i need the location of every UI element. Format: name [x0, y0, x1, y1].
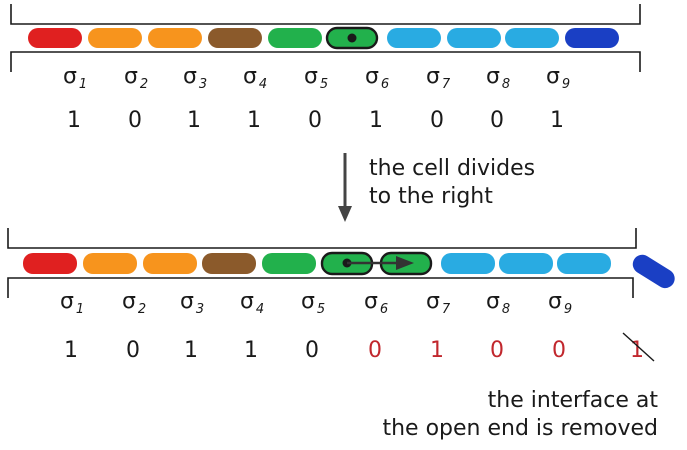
bottom-sigma-index-2: 2: [138, 302, 146, 317]
top-sigma-1: σ: [63, 64, 77, 89]
division-caption-line-1: the cell divides: [369, 156, 536, 181]
bottom-sigma-index-6: 6: [380, 302, 388, 317]
bottom-sigma-index-5: 5: [317, 302, 325, 317]
bottom-cell-3: [143, 253, 197, 274]
bottom-cell-10: [557, 253, 611, 274]
bottom-value-5: 0: [305, 338, 319, 363]
top-value-5: 0: [308, 108, 322, 133]
top-sigma-index-1: 1: [79, 77, 87, 92]
bottom-sigma-4: σ: [240, 289, 254, 314]
top-sigma-8: σ: [486, 64, 500, 89]
bottom-cell-row: [23, 251, 611, 276]
top-sigma-index-9: 9: [562, 77, 570, 92]
top-cell-3: [148, 28, 202, 48]
top-cell-5: [268, 28, 322, 48]
top-cell-10: [565, 28, 619, 48]
bottom-sigma-index-4: 4: [256, 302, 264, 317]
top-cell-4: [208, 28, 262, 48]
top-cell-1: [28, 28, 82, 48]
bottom-sigma-index-7: 7: [442, 302, 451, 317]
top-sigma-9: σ: [546, 64, 560, 89]
top-sigma-index-4: 4: [259, 77, 267, 92]
top-sigma-index-3: 3: [199, 77, 207, 92]
top-value-8: 0: [490, 108, 504, 133]
bottom-sigma-8: σ: [486, 289, 500, 314]
bottom-sigma-2: σ: [122, 289, 136, 314]
top-sigma-index-7: 7: [442, 77, 451, 92]
bottom-sigma-index-1: 1: [76, 302, 84, 317]
bottom-value-6: 0: [368, 338, 382, 363]
bottom-sigma-3: σ: [180, 289, 194, 314]
division-arrow-head: [396, 256, 414, 270]
top-channel: [10, 4, 641, 72]
top-value-4: 1: [247, 108, 261, 133]
bottom-values: 1 0 1 1 0 0 1 0 0 1: [64, 332, 655, 363]
top-cell-7: [387, 28, 441, 48]
removed-value: 1: [630, 338, 644, 363]
bottom-sigma-1: σ: [60, 289, 74, 314]
transition-arrow: [338, 153, 352, 222]
top-sigma-index-5: 5: [320, 77, 328, 92]
bottom-cell-2: [83, 253, 137, 274]
top-value-3: 1: [187, 108, 201, 133]
bottom-sigma-9: σ: [548, 289, 562, 314]
top-sigma-index-6: 6: [381, 77, 389, 92]
bottom-sigma-index-8: 8: [502, 302, 510, 317]
top-channel-upper-wall: [10, 4, 641, 25]
top-value-2: 0: [128, 108, 142, 133]
bottom-sigma-7: σ: [426, 289, 440, 314]
bottom-cell-1: [23, 253, 77, 274]
top-value-1: 1: [67, 108, 81, 133]
ejected-cell-group: [632, 254, 675, 289]
top-cell-9: [505, 28, 559, 48]
down-arrow-head: [338, 206, 352, 222]
top-sigma-6: σ: [365, 64, 379, 89]
top-sigma-5: σ: [304, 64, 318, 89]
removal-caption: the interface at the open end is removed: [382, 387, 658, 443]
top-sigma-2: σ: [124, 64, 138, 89]
top-value-7: 0: [430, 108, 444, 133]
bottom-value-9: 0: [552, 338, 566, 363]
bottom-cell-4: [202, 253, 256, 274]
bottom-sigma-5: σ: [301, 289, 315, 314]
bottom-channel-lower-wall: [7, 277, 634, 298]
bottom-cell-9: [499, 253, 553, 274]
bottom-sigma-index-3: 3: [196, 302, 204, 317]
top-value-9: 1: [550, 108, 564, 133]
bottom-sigma-index-9: 9: [564, 302, 572, 317]
bottom-channel: [7, 228, 637, 298]
division-caption-line-2: to the right: [369, 184, 493, 209]
top-sigma-4: σ: [243, 64, 257, 89]
bottom-sigma-6: σ: [364, 289, 378, 314]
bottom-value-7: 1: [430, 338, 444, 363]
top-sigma-index-2: 2: [140, 77, 148, 92]
removal-caption-line-2: the open end is removed: [382, 416, 658, 441]
bottom-value-2: 0: [126, 338, 140, 363]
top-value-6: 1: [369, 108, 383, 133]
bottom-value-8: 0: [490, 338, 504, 363]
bottom-cell-8: [441, 253, 495, 274]
bottom-cell-5: [262, 253, 316, 274]
bottom-value-4: 1: [244, 338, 258, 363]
top-cell-2: [88, 28, 142, 48]
bottom-value-3: 1: [184, 338, 198, 363]
removed-value-strike: [622, 332, 655, 362]
dividing-cell-nucleus: [347, 33, 357, 43]
bottom-channel-upper-wall: [7, 228, 637, 249]
division-caption: the cell divides to the right: [369, 155, 535, 211]
top-channel-lower-wall: [10, 51, 641, 72]
top-cell-8: [447, 28, 501, 48]
top-sigma-7: σ: [426, 64, 440, 89]
top-values: 1 0 1 1 0 1 0 0 1: [67, 108, 564, 133]
ejected-cell: [632, 254, 675, 289]
top-cell-row: [28, 26, 619, 50]
bottom-value-1: 1: [64, 338, 78, 363]
top-sigma-3: σ: [183, 64, 197, 89]
top-sigma-index-8: 8: [502, 77, 510, 92]
removal-caption-line-1: the interface at: [487, 388, 658, 413]
